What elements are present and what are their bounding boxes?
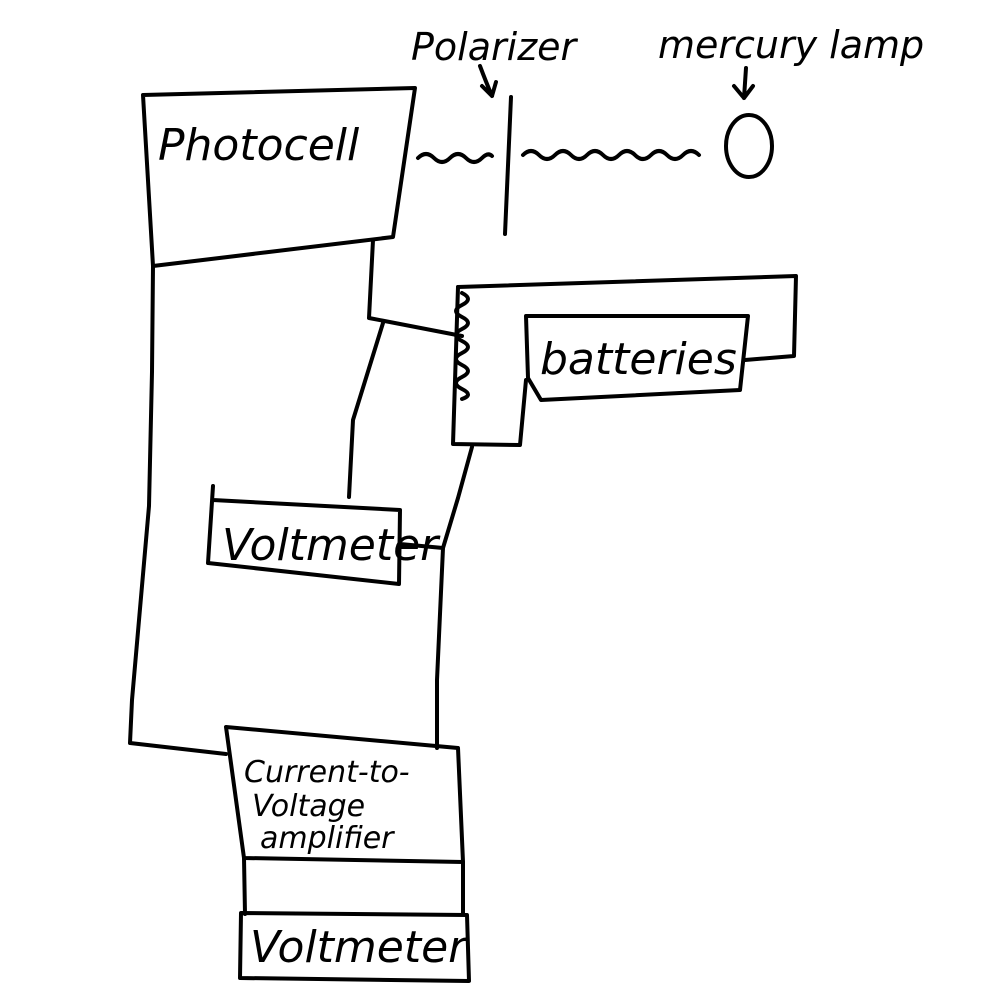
circuit-wires	[128, 238, 474, 756]
battery-housing-lower	[451, 285, 528, 447]
voltmeter-1-label: Voltmeter	[222, 520, 441, 571]
wire-left-loop	[128, 264, 228, 756]
wire-right-down	[398, 542, 445, 750]
voltmeter-2: Voltmeter	[238, 911, 471, 983]
photocell-label: Photocell	[158, 120, 360, 171]
amplifier-label-line-3: amplifier	[260, 821, 395, 856]
batteries-label: batteries	[540, 334, 737, 385]
voltmeter-1-box	[206, 484, 402, 586]
light-path	[416, 95, 774, 236]
light-wave-unpolarized	[521, 149, 701, 161]
wire-photocell-to-resistor	[367, 238, 464, 338]
photocell-box	[141, 86, 417, 268]
voltmeter-1: Voltmeter	[206, 484, 441, 586]
voltmeter-2-label: Voltmeter	[250, 922, 469, 973]
resistor-coil	[454, 291, 470, 401]
wire-battery-down	[441, 445, 474, 550]
amplifier: Current-to- Voltage amplifier	[224, 725, 465, 916]
amplifier-label-line-2: Voltage	[252, 789, 365, 824]
battery-assembly: batteries	[451, 274, 798, 447]
amplifier-label-line-1: Current-to-	[244, 755, 410, 790]
batteries-box	[524, 314, 750, 402]
amplifier-connector	[242, 856, 465, 916]
mercury-lamp-label: mercury lamp	[658, 23, 924, 67]
voltmeter-2-box	[238, 911, 471, 983]
polarizer-plate	[503, 95, 513, 236]
polarizer-label: Polarizer	[411, 25, 579, 69]
light-wave-polarized	[416, 152, 494, 164]
mercury-lamp-bulb	[724, 113, 774, 179]
battery-housing	[456, 274, 798, 362]
photocell: Photocell	[141, 86, 417, 268]
polarizer-annotation: Polarizer	[411, 25, 579, 98]
mercury-lamp-annotation: mercury lamp	[658, 23, 924, 100]
polarizer-arrow	[478, 64, 498, 98]
mercury-lamp-arrow	[732, 66, 755, 100]
wire-resistor-to-voltmeter	[347, 321, 385, 499]
